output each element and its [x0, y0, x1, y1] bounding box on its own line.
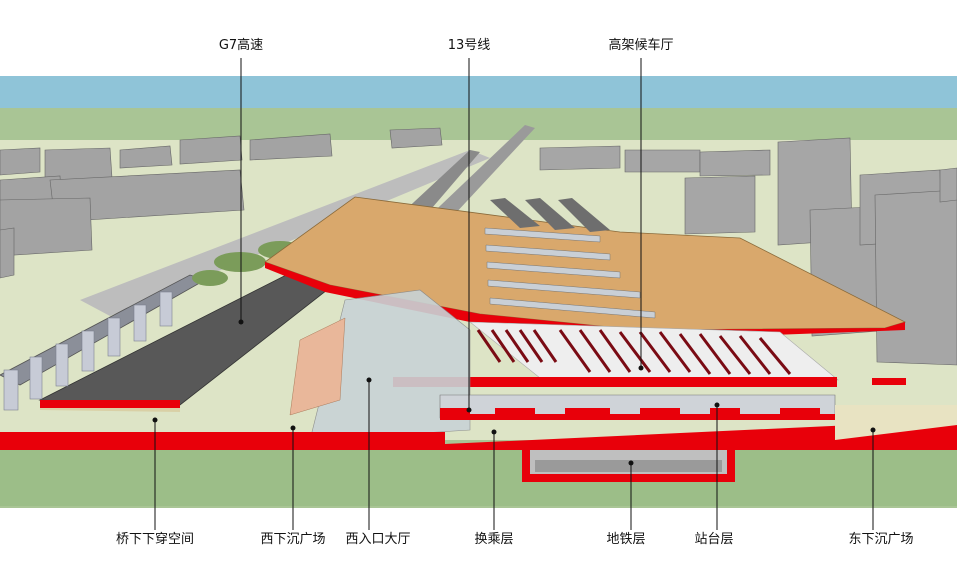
leader-lines [154, 58, 874, 530]
rail-corridor [400, 150, 480, 222]
label-west-entrance-hall: 西入口大厅 [345, 532, 411, 547]
leader-dots [152, 319, 876, 466]
left-red-slab [40, 400, 180, 408]
viaduct-arches [3, 291, 173, 411]
foreground-grass [0, 446, 957, 506]
label-line-13: 13号线 [447, 38, 491, 53]
main-road [80, 150, 490, 316]
buildings-left [0, 127, 443, 279]
label-under-bridge-space: 桥下下穿空间 [115, 532, 195, 547]
east-plaza-ground [835, 405, 957, 440]
platform-sheds [490, 198, 610, 232]
rail-corridor-2 [420, 125, 535, 230]
label-g7-highway: G7高速 [218, 38, 264, 53]
roof-skylights [484, 227, 656, 319]
sky-band [0, 76, 957, 110]
subway-floor [535, 460, 722, 472]
platform-red-profile [440, 408, 835, 420]
label-east-sunken-plaza: 东下沉广场 [848, 532, 914, 547]
west-plaza-stair [289, 317, 346, 416]
waiting-hall-seats [476, 329, 792, 375]
east-plaza-red-mark [872, 378, 906, 385]
label-elevated-waiting-hall: 高架候车厅 [608, 38, 674, 53]
waiting-hall-red-slab [393, 377, 837, 387]
ground-section-red [0, 420, 957, 450]
label-west-sunken-plaza: 西下沉广场 [260, 532, 326, 547]
label-platform-level: 站台层 [694, 532, 734, 547]
label-transfer-level: 换乘层 [474, 532, 514, 547]
label-subway-level: 地铁层 [606, 532, 646, 547]
